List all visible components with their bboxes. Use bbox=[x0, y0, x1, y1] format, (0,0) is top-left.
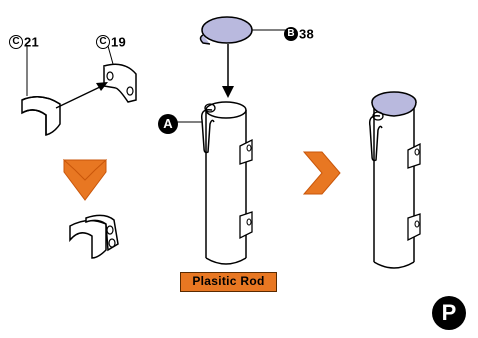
rod-name-tag: Plasitic Rod bbox=[180, 272, 277, 292]
circled-letter-a: A bbox=[158, 114, 178, 134]
part-c19-bracket bbox=[103, 45, 137, 103]
part-label-a: A bbox=[158, 114, 179, 134]
attach-arrow bbox=[55, 82, 108, 109]
page-letter-badge: P bbox=[432, 296, 466, 330]
assembled-rod-with-cap bbox=[368, 91, 421, 269]
assembled-clamp bbox=[69, 214, 119, 259]
circled-letter-b: B bbox=[284, 26, 298, 41]
part-c21-half-sleeve bbox=[21, 46, 61, 136]
orange-chevron-right-icon bbox=[302, 151, 341, 195]
orange-chevron-down-icon bbox=[63, 158, 107, 201]
part-number: 38 bbox=[299, 26, 315, 42]
circled-letter-c: C bbox=[96, 34, 110, 49]
part-number: 19 bbox=[111, 34, 127, 50]
part-number: 21 bbox=[24, 34, 40, 50]
circled-letter-c: C bbox=[9, 34, 23, 49]
plastic-rod-tube bbox=[176, 101, 253, 265]
c19-leader-line bbox=[107, 45, 114, 65]
cap-b38 bbox=[199, 16, 286, 98]
